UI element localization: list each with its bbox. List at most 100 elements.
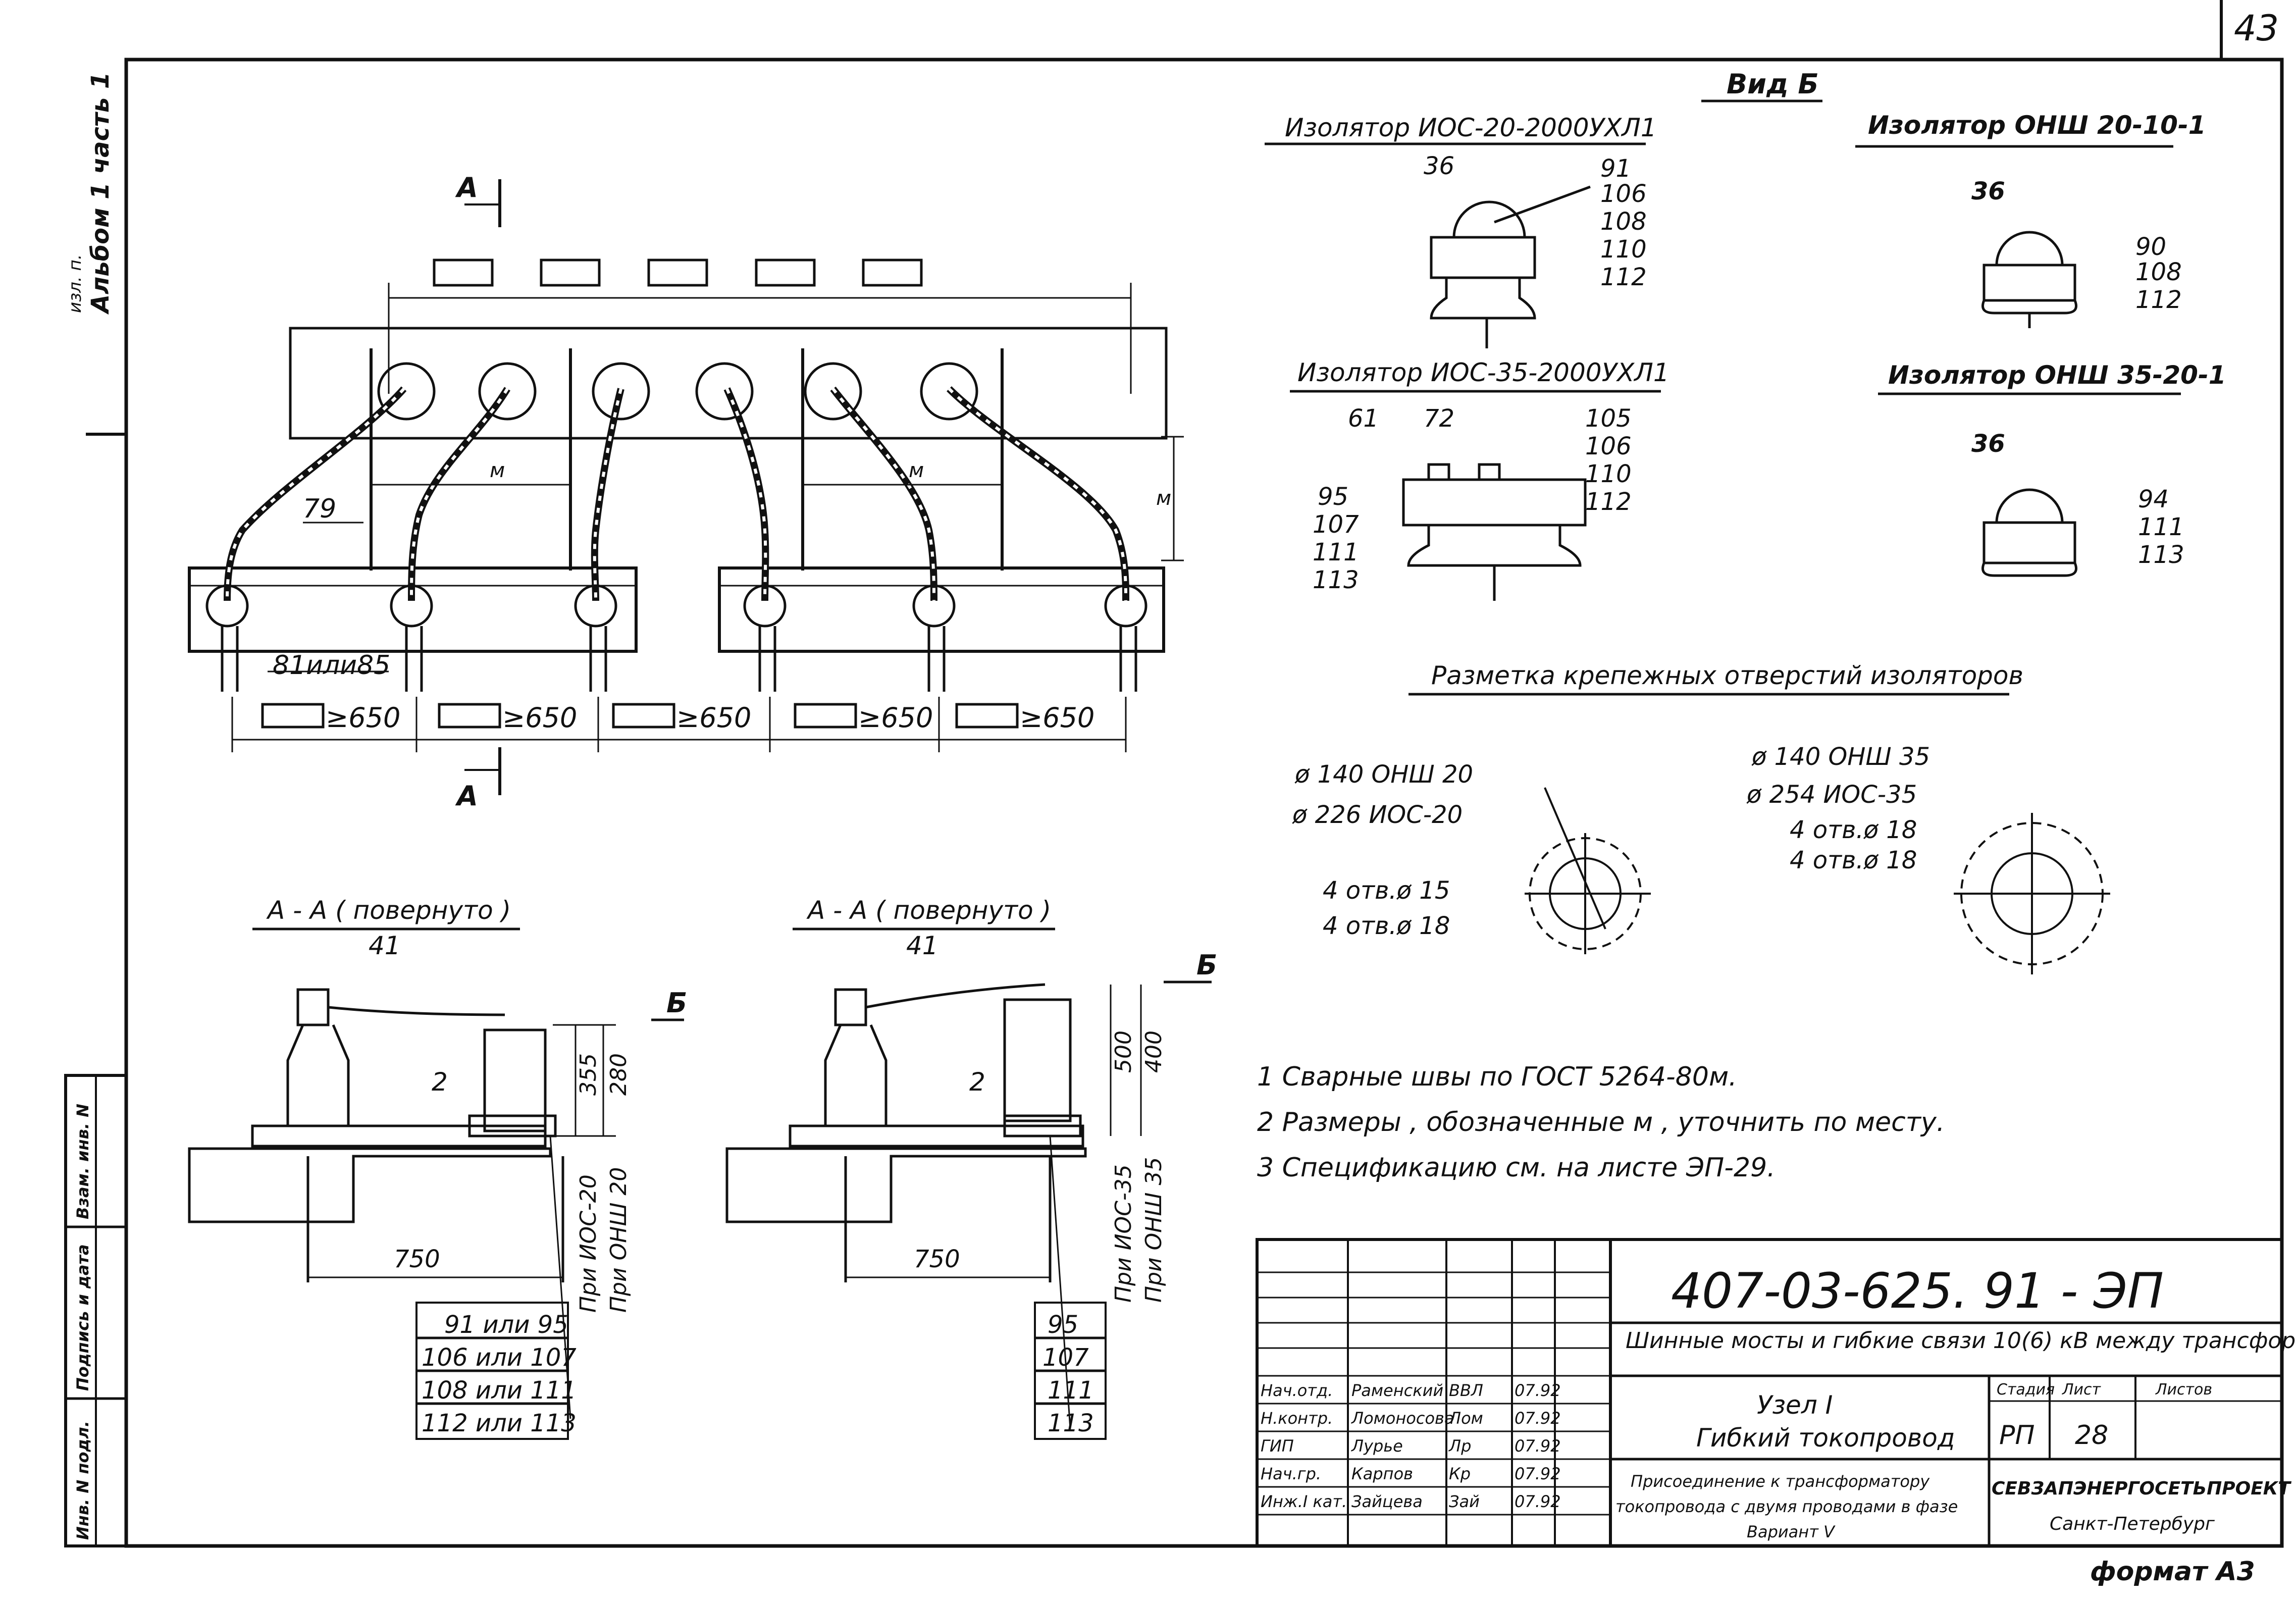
svg-text:90: 90 [2135,233,2166,261]
marking-left-drawing [1525,787,1651,954]
onsh35-title: Изолятор ОНШ 35-20-1 [1888,360,2226,390]
svg-text:106 или 107: 106 или 107 [422,1343,577,1372]
spacing-1: ≥650 [326,702,400,734]
svg-text:Н.контр.: Н.контр. [1261,1409,1333,1428]
svg-text:07.92: 07.92 [1515,1381,1561,1400]
section-aa-left-2: 2 [432,1067,448,1097]
doc-title: Шинные мосты и гибкие связи 10(6) кВ меж… [1626,1328,2296,1354]
svg-text:113: 113 [1313,566,1359,594]
plan-dim-m-left: м [490,459,505,482]
svg-text:107: 107 [1042,1343,1089,1372]
arrow-b-right: Б [1196,949,1217,981]
svg-text:Вариант V: Вариант V [1747,1522,1836,1541]
side-stamp: Инв. N подл. Подпись и дата Взам. инв. N [64,1074,128,1547]
svg-text:108: 108 [1600,208,1647,236]
view-b-title: Вид Б [1727,68,1819,100]
section-aa-right-note2: При ОНШ 35 [1141,1157,1167,1303]
section-mark-a-top: А [455,172,478,203]
onsh20-ref-36: 36 [1971,177,2005,205]
section-aa-right-41: 41 [906,931,938,960]
svg-text:91: 91 [1600,154,1631,183]
section-aa-left-note2: При ОНШ 20 [606,1167,632,1313]
svg-text:111: 111 [1313,538,1359,566]
arrow-b-left: Б [666,987,687,1019]
album-note: Альбом 1 часть 1 изл. п. [65,72,126,436]
svg-text:107: 107 [1313,510,1359,539]
onsh35-refs: 94 111 113 [2138,485,2184,569]
ref-79: 79 [303,494,336,524]
section-aa-right-refs: 95 107 111 113 [1042,1311,1094,1437]
spacing-3: ≥650 [676,702,751,734]
svg-text:110: 110 [1600,235,1647,264]
svg-text:ø 254 ИОС-35: ø 254 ИОС-35 [1746,781,1917,809]
svg-text:токопровода с двумя проводами: токопровода с двумя проводами в фазе [1615,1497,1958,1516]
spacing-5: ≥650 [1020,702,1094,734]
svg-text:Зайцева: Зайцева [1351,1492,1423,1511]
ios35-right-refs: 105 106 110 112 [1585,404,1632,516]
svg-text:106: 106 [1585,432,1632,460]
svg-text:Нач.отд.: Нач.отд. [1261,1381,1333,1400]
svg-text:108: 108 [2135,258,2182,286]
spacing-2: ≥650 [502,702,577,734]
plan-view [188,179,1184,795]
svg-text:111: 111 [2138,513,2184,541]
org-city: Санкт-Петербург [2050,1514,2215,1534]
svg-text:4 отв.ø 15: 4 отв.ø 15 [1323,876,1450,905]
section-aa-left-title: А - А ( повернуто ) [266,896,511,925]
page-number: 43 [2234,8,2279,49]
svg-text:Нач.гр.: Нач.гр. [1261,1464,1321,1483]
svg-text:95: 95 [1318,483,1348,511]
ios20-ref-table: 91 106 108 110 112 [1600,154,1647,291]
svg-text:111: 111 [1048,1376,1094,1405]
ios35-drawing [1402,463,1587,601]
svg-text:07.92: 07.92 [1515,1436,1561,1456]
note-1: 1 Сварные швы по ГОСТ 5264-80м. [1257,1062,1737,1092]
ios20-ref-36: 36 [1424,152,1454,180]
sheet-label: Лист [2062,1381,2102,1399]
section-aa-left-refs: 91 или 95 106 или 107 108 или 111 112 ил… [422,1311,577,1437]
notes: 1 Сварные швы по ГОСТ 5264-80м. 2 Размер… [1257,1062,1945,1183]
svg-text:ø 140 ОНШ 20: ø 140 ОНШ 20 [1294,760,1473,789]
sheets-label: Листов [2155,1381,2212,1399]
stage-label: Стадия [1997,1381,2055,1399]
svg-text:95: 95 [1048,1311,1078,1339]
svg-text:112: 112 [1585,488,1632,516]
section-aa-left-drawing [188,988,616,1440]
svg-text:105: 105 [1585,404,1632,433]
svg-text:Раменский: Раменский [1351,1381,1443,1400]
svg-text:07.92: 07.92 [1515,1464,1561,1483]
svg-text:91 или 95: 91 или 95 [444,1311,568,1339]
title-block [1256,1238,2283,1547]
marking-left-labels: ø 140 ОНШ 20 ø 226 ИОС-20 4 отв.ø 15 4 о… [1292,760,1473,940]
svg-text:Ломоносова: Ломоносова [1351,1409,1454,1428]
note-3: 3 Спецификацию см. на листе ЭП-29. [1257,1153,1776,1183]
stamp-vzam: Взам. инв. N [73,1104,92,1219]
ios35-ref-72: 72 [1424,404,1454,433]
svg-text:108 или 111: 108 или 111 [422,1376,577,1405]
ios20-drawing [1430,185,1591,348]
sheet-title-1: Узел I [1757,1390,1833,1420]
sheet-title-2: Гибкий токопровод [1696,1423,1955,1453]
svg-text:Карпов: Карпов [1351,1464,1413,1483]
format-label: формат А3 [2090,1557,2255,1587]
marking-right-drawing [1954,813,2110,974]
frame [124,0,2284,1548]
ios20-title: Изолятор ИОС-20-2000УХЛ1 [1285,113,1657,142]
onsh20-refs: 90 108 112 [2135,233,2182,314]
section-aa-left-dim1: 355 [576,1053,601,1096]
svg-text:Инж.I кат.: Инж.I кат. [1261,1492,1347,1511]
svg-text:113: 113 [2138,541,2184,569]
svg-text:07.92: 07.92 [1515,1409,1561,1428]
plan-dim-m: м [1156,487,1171,510]
svg-text:4 отв.ø 18: 4 отв.ø 18 [1323,912,1450,940]
svg-text:ГИП: ГИП [1261,1436,1294,1456]
section-aa-right-2: 2 [969,1067,985,1097]
section-aa-right-dim2: 400 [1141,1030,1167,1073]
sheet-desc: Присоединение к трансформатору токопрово… [1615,1472,1958,1541]
section-aa-right-dim1: 500 [1111,1030,1136,1073]
stamp-sign: Подпись и дата [73,1244,92,1391]
onsh35-ref-36: 36 [1971,430,2005,458]
svg-text:Присоединение к трансформатору: Присоединение к трансформатору [1631,1472,1930,1491]
marking-title: Разметка крепежных отверстий изоляторов [1431,661,2023,690]
